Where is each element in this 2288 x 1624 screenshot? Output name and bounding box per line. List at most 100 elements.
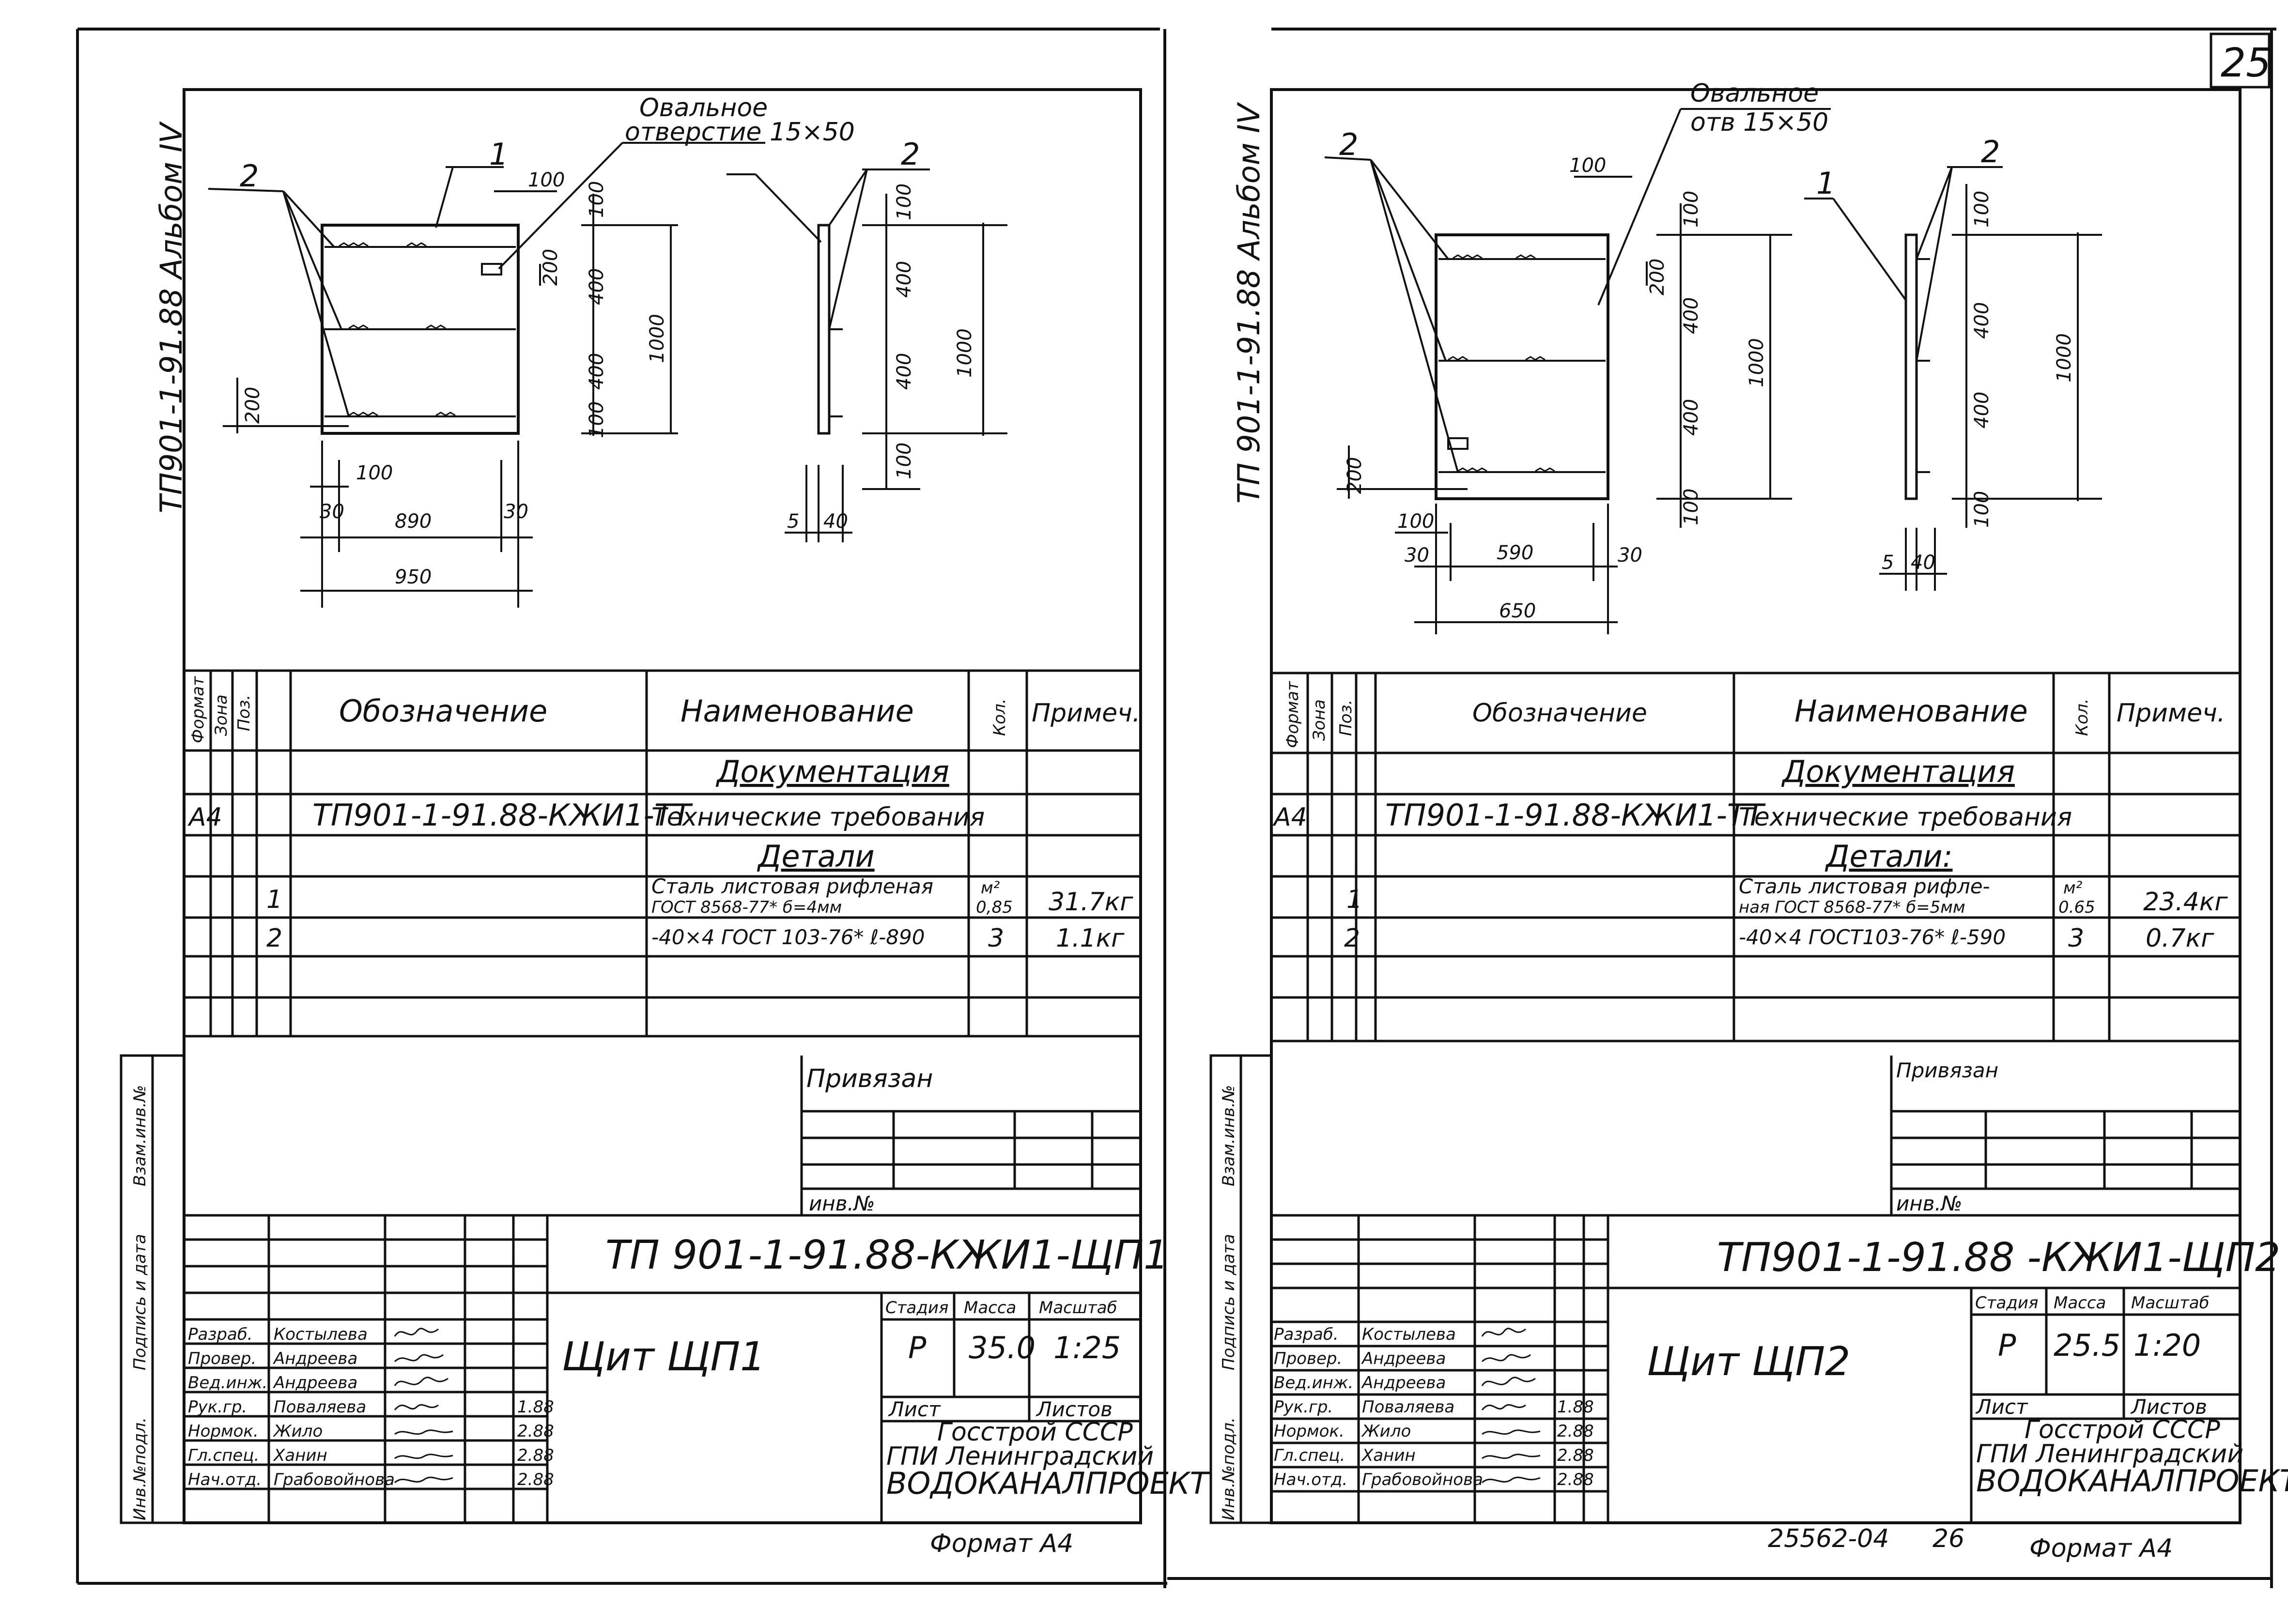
section-parts: Детали:	[1824, 839, 1953, 874]
doc-format: А4	[1272, 803, 1307, 832]
section-parts: Детали	[757, 839, 875, 874]
spec-rows: Документация А4 ТП901-1-91.88-КЖИ1-ТТ Те…	[1272, 754, 2228, 953]
col-header-zone: Зона	[212, 694, 231, 736]
row-name: -40×4 ГОСТ103-76* ℓ-590	[1739, 925, 2006, 949]
side-label: Подпись и дата	[130, 1234, 150, 1370]
side-label: Инв.№подл.	[1219, 1417, 1238, 1520]
spec-table	[1271, 672, 2240, 1042]
bound-label: Привязан	[1896, 1058, 1998, 1082]
dim-label: 100	[528, 169, 565, 191]
person-name: Грабовойнова	[274, 1470, 395, 1489]
section-documentation: Документация	[715, 754, 949, 789]
scale-label: Масштаб	[2131, 1293, 2210, 1313]
side-dims: 1 2 100 400 400 1000 100 5 40	[1816, 134, 2075, 574]
archive-number: 25562-04	[1768, 1524, 1889, 1553]
dim-label: 200	[1646, 259, 1669, 295]
front-dims: 100 100 200 400 400 100 1000 200 100 30 …	[240, 93, 855, 588]
stage-value: Р	[1998, 1328, 2016, 1363]
callout-label: 1	[1816, 166, 1835, 201]
dim-label: 200	[540, 249, 562, 286]
doc-designation: ТП901-1-91.88-КЖИ1-ТТ	[1385, 797, 1766, 833]
row-pos: 2	[1344, 924, 1360, 953]
person-name: Костылева	[1362, 1325, 1456, 1344]
side-view	[727, 169, 1007, 542]
dim-label: 100	[1971, 191, 1993, 228]
spec-rows: Документация А4 ТП901-1-91.88-КЖИ1-ТТ Те…	[187, 754, 1133, 953]
binding-box	[184, 1056, 1141, 1217]
hole-note: Овальное	[1690, 79, 1819, 108]
col-header-qty: Кол.	[2072, 699, 2092, 736]
dim-label: 400	[1680, 399, 1702, 436]
spec-table	[184, 669, 1141, 1038]
col-header-pos: Поз.	[1336, 700, 1356, 736]
item-name: Щит ЩП1	[562, 1334, 765, 1380]
mass-label: Масса	[964, 1298, 1016, 1318]
org-line: ВОДОКАНАЛПРОЕКТ	[886, 1466, 1210, 1501]
scale-value: 1:25	[1053, 1330, 1121, 1365]
row-qty: 0,85	[976, 898, 1013, 917]
dim-label: 1000	[1746, 338, 1768, 387]
dim-label: 400	[1971, 302, 1993, 339]
doc-name: Технические требования	[1739, 803, 2072, 832]
col-header-note: Примеч.	[1032, 699, 1140, 728]
person-role: Провер.	[1274, 1349, 1342, 1368]
callout-label: 2	[1981, 134, 2000, 169]
callout-label: 2	[240, 158, 259, 194]
person-role: Вед.инж.	[188, 1373, 267, 1393]
front-view	[208, 142, 765, 608]
dim-label: 650	[1499, 600, 1536, 622]
dim-label: 200	[1344, 457, 1366, 494]
title-texts: ТП901-1-91.88 -КЖИ1-ЩП2 Щит ЩП2 Стадия М…	[1647, 1235, 2288, 1499]
callout-label: 2	[901, 137, 920, 172]
org-line: Госстрой СССР	[937, 1418, 1133, 1447]
dim-label: 5	[1882, 552, 1894, 574]
org-line: Госстрой СССР	[2025, 1415, 2220, 1444]
scale-value: 1:20	[2133, 1328, 2201, 1363]
row-qty: 3	[2068, 924, 2084, 953]
inv-label: инв.№	[1896, 1192, 1963, 1215]
person-role: Нач.отд.	[1274, 1470, 1347, 1489]
dim-label: 100	[893, 184, 915, 220]
title-texts: ТП 901-1-91.88-КЖИ1-ЩП1 Щит ЩП1 Стадия М…	[562, 1232, 1210, 1501]
title-block	[184, 1215, 1141, 1523]
person-role: Рук.гр.	[1274, 1397, 1333, 1417]
dim-label: 100	[1971, 491, 1993, 528]
sheets-label: Листов	[1036, 1397, 1113, 1421]
sheet-right: ТП 901-1-91.88 Альбом IV	[1209, 79, 2288, 1563]
spec-headers: Формат Зона Поз. Обозначение Наименовани…	[188, 676, 1140, 743]
person-role: Разраб.	[188, 1325, 253, 1344]
hole-note: отв 15×50	[1690, 108, 1828, 137]
person-name: Андреева	[273, 1349, 357, 1368]
format-label: Формат А4	[930, 1529, 1073, 1558]
scale-label: Масштаб	[1039, 1298, 1117, 1318]
dim-label: 590	[1497, 542, 1533, 564]
row-note: 23.4кг	[2143, 888, 2228, 917]
col-header-format: Формат	[188, 676, 208, 743]
person-role: Нормок.	[188, 1422, 259, 1441]
dim-label: 100	[893, 443, 915, 479]
row-qty-unit: м²	[981, 878, 1000, 898]
dim-label: 100	[586, 401, 608, 438]
spec-headers: Формат Зона Поз. Обозначение Наименовани…	[1283, 681, 2225, 748]
side-view	[1804, 166, 2102, 591]
dim-label: 30	[504, 501, 528, 523]
people-rows: Разраб. Костылева Провер. Андреева Вед.и…	[188, 1325, 554, 1489]
person-name: Ханин	[273, 1446, 327, 1465]
row-qty-unit: м²	[2063, 878, 2083, 898]
person-name: Ханин	[1361, 1446, 1416, 1465]
row-note: 0.7кг	[2146, 924, 2214, 953]
drawing-code: ТП 901-1-91.88-КЖИ1-ЩП1	[605, 1232, 1169, 1278]
person-role: Вед.инж.	[1274, 1373, 1353, 1393]
front-dims: 100 100 200 400 400 1000 100 200 100 30 …	[1339, 79, 1828, 622]
front-view	[1324, 108, 1831, 634]
page-number: 25	[2221, 40, 2271, 86]
row-pos: 1	[1346, 885, 1362, 914]
side-label: Взам.инв.№	[1219, 1085, 1238, 1186]
row-name: Сталь листовая рифленая	[651, 874, 933, 898]
side-dims: 2 100 400 400 1000 100 5 40	[787, 137, 976, 533]
person-role: Рук.гр.	[188, 1397, 247, 1417]
side-strip	[120, 1054, 186, 1524]
side-label: Инв.№подл.	[130, 1417, 150, 1520]
person-date: 1.88	[517, 1397, 554, 1417]
